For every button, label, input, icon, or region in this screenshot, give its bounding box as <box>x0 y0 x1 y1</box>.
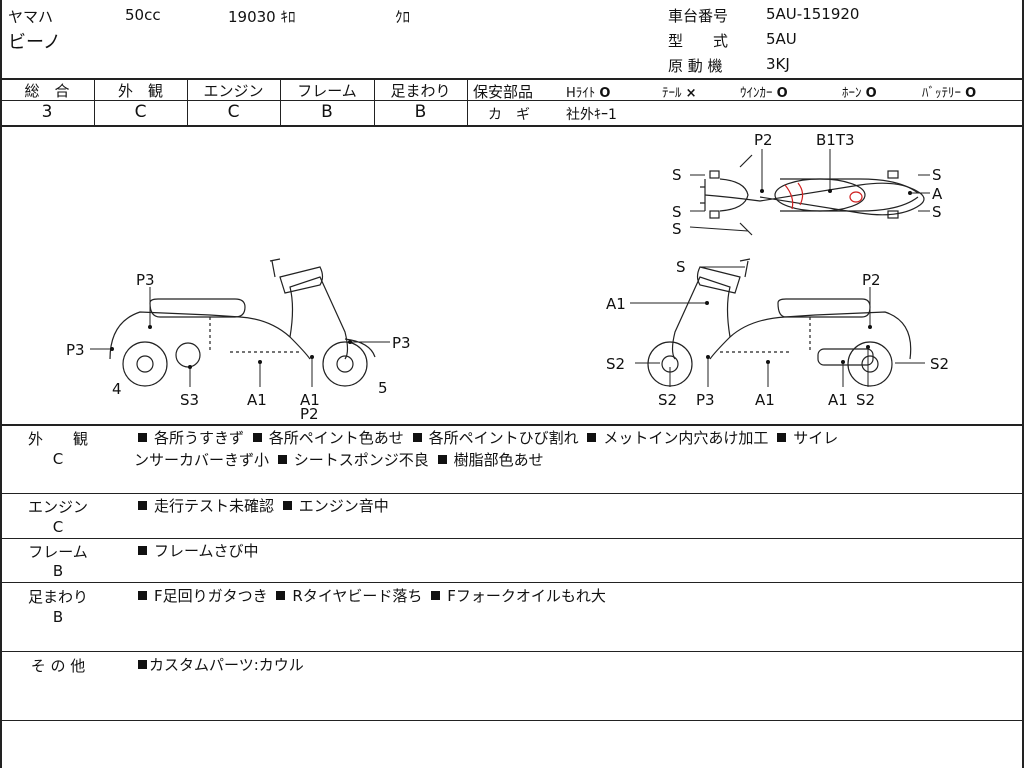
section-grade-frame: B <box>52 562 64 580</box>
type-value: 5AU <box>766 30 797 48</box>
rule-grades-top <box>0 78 1024 80</box>
label-right-s2d: S2 <box>856 391 875 409</box>
label-right-p2: P2 <box>862 271 881 289</box>
label-left-p3b: P3 <box>66 341 85 359</box>
section-notes-engine: 走行テスト未確認 エンジン音中 <box>134 495 389 517</box>
grade-label-overall: 総 合 <box>24 82 70 100</box>
section-grade-exterior: C <box>52 450 64 468</box>
maker: ヤマハ <box>8 8 54 26</box>
label-left-4: 4 <box>112 380 122 398</box>
rule-safety-mid <box>467 100 1024 101</box>
safety-item: ﾃｰﾙ × <box>662 86 697 101</box>
frame-no-label: 車台番号 <box>668 7 729 25</box>
scooter-diagram: P2 B1T3 S S S S A S P3 P3 P3 4 5 S3 A1 A… <box>66 131 949 423</box>
border-left <box>0 0 2 768</box>
grade-label-engine: エンジン <box>203 82 264 100</box>
label-top-s5: S <box>932 203 942 221</box>
grade-value-frame: B <box>321 102 333 122</box>
grade-value-overall: 3 <box>41 102 53 122</box>
label-right-a1: A1 <box>606 295 626 313</box>
safety-item: ﾊﾞｯﾃﾘｰ O <box>922 86 977 101</box>
engine-label: 原 動 機 <box>668 57 723 75</box>
label-left-p3a: P3 <box>136 271 155 289</box>
key-label: カ ギ <box>488 107 530 123</box>
section-notes-frame: フレームさび中 <box>134 540 259 562</box>
rule-section <box>0 651 1024 652</box>
grade-value-engine: C <box>227 102 240 122</box>
section-label-frame: フレーム <box>28 543 88 561</box>
rule-section <box>0 582 1024 583</box>
section-label-engine: エンジン <box>27 498 88 516</box>
section-notes-exterior-line2: ンサーカバーきず小 シートスポンジ不良 樹脂部色あせ <box>134 451 544 469</box>
label-left-s3: S3 <box>180 391 199 409</box>
label-left-p3c: P3 <box>392 334 411 352</box>
label-top-s3: S <box>672 220 682 238</box>
label-right-a1b: A1 <box>755 391 775 409</box>
label-right-s: S <box>676 258 686 276</box>
col-divider <box>280 78 281 126</box>
rule-grades-mid <box>0 100 467 101</box>
section-label-other: そ の 他 <box>30 657 86 675</box>
rule-grades-bottom <box>0 125 1024 127</box>
section-label-suspension: 足まわり <box>27 588 88 606</box>
scooter-top-view <box>700 154 925 236</box>
grade-label-exterior: 外 観 <box>117 82 163 100</box>
col-divider <box>94 78 95 126</box>
engine-value: 3KJ <box>766 55 790 73</box>
rule-section <box>0 720 1024 721</box>
label-top-a: A <box>932 185 943 203</box>
leader-lines <box>90 149 930 387</box>
section-notes-other: カスタムパーツ:カウル <box>134 654 304 676</box>
grade-label-frame: フレーム <box>297 82 357 100</box>
label-top-p2: P2 <box>754 131 773 149</box>
section-grade-suspension: B <box>52 608 64 626</box>
grade-label-suspension: 足まわり <box>390 82 451 100</box>
scooter-left-view <box>109 258 376 387</box>
label-left-5: 5 <box>378 379 388 397</box>
label-left-a1a: A1 <box>247 391 267 409</box>
label-right-p3: P3 <box>696 391 715 409</box>
rule-diagram-bottom <box>0 424 1024 426</box>
safety-item: ｳｲﾝｶｰ O <box>740 86 788 101</box>
section-grade-engine: C <box>52 518 64 536</box>
mileage: 19030 ｷﾛ <box>228 8 296 26</box>
rule-section <box>0 538 1024 539</box>
frame-no: 5AU-151920 <box>766 5 860 23</box>
col-divider <box>374 78 375 126</box>
grade-value-exterior: C <box>134 102 147 122</box>
label-right-a1c: A1 <box>828 391 848 409</box>
safety-item: ﾎｰﾝ O <box>842 86 877 101</box>
type-label: 型 式 <box>668 32 729 50</box>
label-right-s2b: S2 <box>930 355 949 373</box>
section-notes-suspension: F足回りガタつき Rタイヤビード落ち Fフォークオイルもれ大 <box>134 585 606 607</box>
safety-item: Hﾗｲﾄ O <box>566 86 611 101</box>
col-divider <box>187 78 188 126</box>
label-left-a1b: A1 <box>300 391 320 409</box>
rule-section <box>0 493 1024 494</box>
grade-value-suspension: B <box>414 102 427 122</box>
label-top-s4: S <box>932 166 942 184</box>
section-notes-exterior: 各所うすきず 各所ペイント色あせ 各所ペイントひび割れ メットイン内穴あけ加工 … <box>134 427 838 449</box>
color: ｸﾛ <box>395 8 411 26</box>
key-value: 社外ｷｰ1 <box>566 107 617 123</box>
section-label-exterior: 外 観 <box>27 430 88 448</box>
border-right <box>1022 0 1024 768</box>
scooter-right-view <box>647 258 912 387</box>
label-right-s2c: S2 <box>658 391 677 409</box>
label-top-s2: S <box>672 203 682 221</box>
engine-cc: 50cc <box>125 6 161 24</box>
label-left-p2: P2 <box>300 405 319 423</box>
safety-label: 保安部品 <box>473 83 534 101</box>
col-divider <box>467 78 468 126</box>
model-name: ビーノ <box>8 32 61 53</box>
label-top-s1: S <box>672 166 682 184</box>
label-right-s2a: S2 <box>606 355 625 373</box>
label-top-b1t3: B1T3 <box>816 131 855 149</box>
